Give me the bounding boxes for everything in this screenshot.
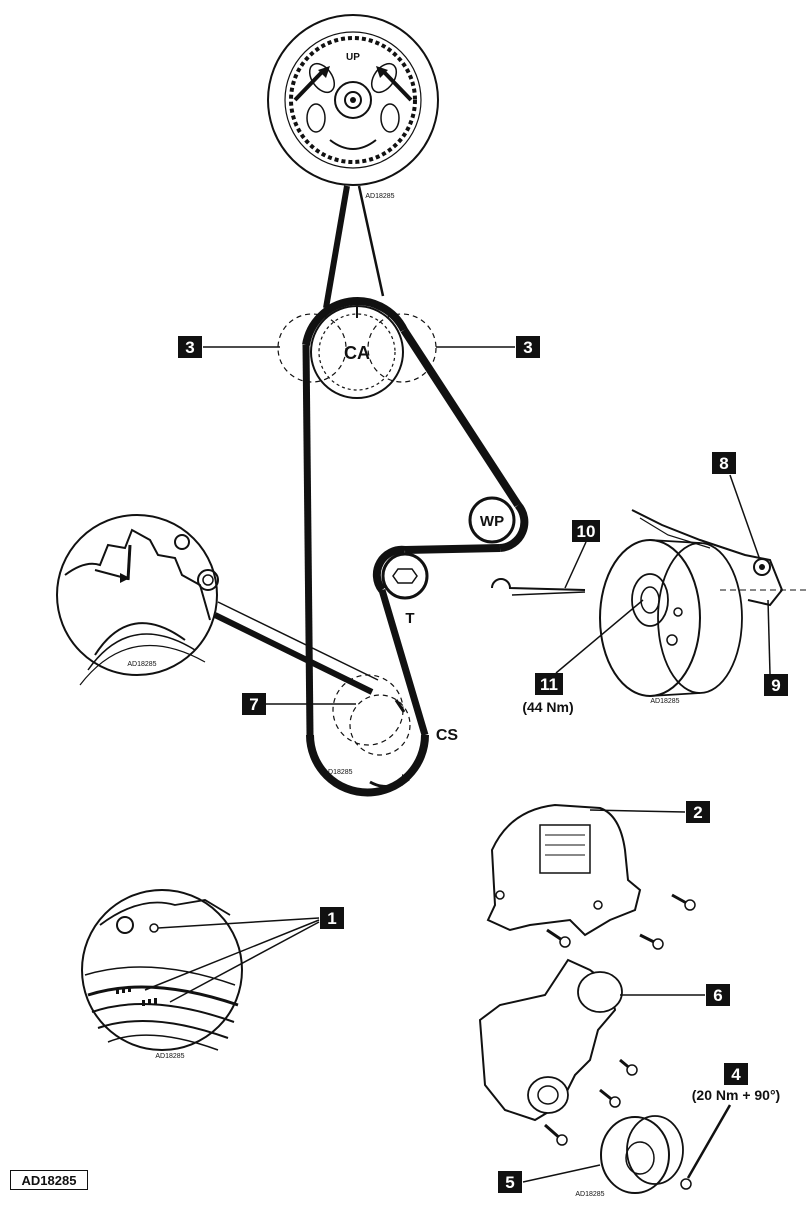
callout-1-label: 1 [327, 909, 336, 928]
callout-3-right: 3 [436, 336, 540, 358]
reference-tensioner-detail: AD18285 [650, 698, 679, 705]
callout-11-label: 11 [540, 675, 558, 694]
callout-6-label: 6 [713, 986, 722, 1005]
callout-7: 7 [242, 693, 356, 715]
callout-10: 10 [564, 520, 600, 589]
top-marking-label: UP [346, 52, 360, 63]
callout-10-label: 10 [577, 522, 596, 541]
reference-covers: AD18285 [575, 1191, 604, 1198]
callout-7-label: 7 [249, 695, 258, 714]
timing-marks-inset: AD18285 [81, 889, 243, 1060]
reference-inset-left: AD18285 [127, 661, 156, 668]
callout-5: 5 [498, 1164, 601, 1193]
callout-2-label: 2 [693, 803, 702, 822]
upper-timing-cover [486, 803, 696, 950]
callout-9-label: 9 [771, 676, 780, 695]
callout-3-left: 3 [178, 336, 280, 358]
inset-leader [213, 601, 379, 695]
cam-alignment-circles [277, 313, 437, 383]
tensioner-label: T [405, 610, 414, 627]
callout-11: 11 (44 Nm) [522, 599, 644, 715]
camshaft-sprocket-detail: UP AD18285 [267, 14, 439, 200]
crankshaft-pulley: CS AD18285 [323, 674, 459, 776]
water-pump-label: WP [480, 513, 504, 530]
reference-marks-inset: AD18285 [155, 1053, 184, 1060]
callout-8: 8 [712, 452, 761, 561]
camshaft-pulley: CA [310, 305, 404, 399]
reference-top: AD18285 [365, 193, 394, 200]
belt-upper-spans [323, 185, 385, 309]
callout-1: 1 [144, 907, 344, 1003]
lower-timing-cover [478, 958, 638, 1146]
timing-belt [302, 297, 529, 797]
water-pump-pulley: WP [468, 496, 516, 544]
camshaft-label: CA [344, 343, 370, 363]
crank-mark-inset: AD18285 [56, 514, 219, 686]
callout-2: 2 [589, 801, 710, 823]
callout-3-left-label: 3 [185, 338, 194, 357]
crankshaft-label: CS [436, 727, 459, 744]
figure-reference-text: AD18285 [21, 1172, 77, 1188]
crank-pulley-part: AD18285 [575, 1104, 732, 1198]
callout-8-label: 8 [719, 454, 728, 473]
tensioner-pulley: T [381, 552, 429, 627]
callout-4: 4 (20 Nm + 90°) [692, 1063, 780, 1103]
callout-5-label: 5 [505, 1173, 514, 1192]
callout-3-right-label: 3 [523, 338, 532, 357]
rotation-arrow-icon [369, 774, 410, 788]
figure-reference-stamp: AD18285 [10, 1170, 88, 1190]
callout-4-label: 4 [731, 1065, 741, 1084]
callout-6: 6 [620, 984, 730, 1006]
torque-item-4: (20 Nm + 90°) [692, 1087, 780, 1103]
tensioner-detail: AD18285 [491, 509, 806, 705]
callout-9: 9 [764, 599, 788, 696]
reference-crank: AD18285 [323, 769, 352, 776]
torque-item-11: (44 Nm) [522, 699, 573, 715]
